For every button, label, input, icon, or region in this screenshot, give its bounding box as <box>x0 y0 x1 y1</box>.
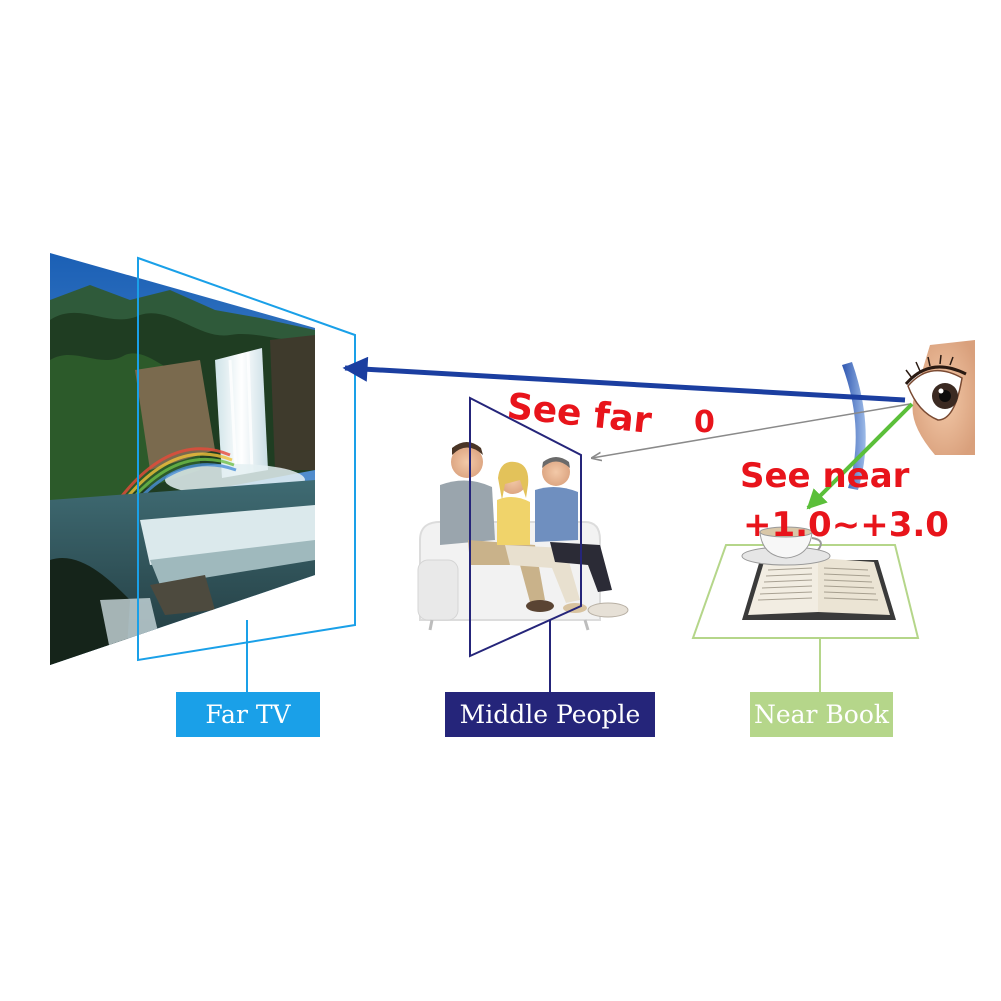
middle-sight-arrow <box>592 403 911 458</box>
middle-people-caption: Middle People <box>459 700 641 729</box>
middle-plane-frame <box>469 396 582 692</box>
far-sight-arrow <box>342 356 906 403</box>
waterfall-tv-image <box>50 253 315 665</box>
middle-caption-box <box>445 692 655 737</box>
near-book-caption: Near Book <box>753 700 890 729</box>
people-on-sofa-image <box>417 442 629 631</box>
open-book-image <box>742 558 896 620</box>
near-sight-arrow <box>806 402 914 510</box>
far-power-label: 0 <box>694 405 715 440</box>
far-plane-frame <box>137 256 356 692</box>
near-plane-frame <box>691 544 920 692</box>
teacup-icon <box>741 526 831 566</box>
near-power-range-label: +1.0~+3.0 <box>743 505 949 545</box>
far-tv-caption: Far TV <box>205 700 291 729</box>
eye-icon <box>904 340 975 455</box>
see-near-label: See near <box>740 456 910 496</box>
near-caption-box <box>750 692 893 737</box>
far-caption-box <box>176 692 320 737</box>
